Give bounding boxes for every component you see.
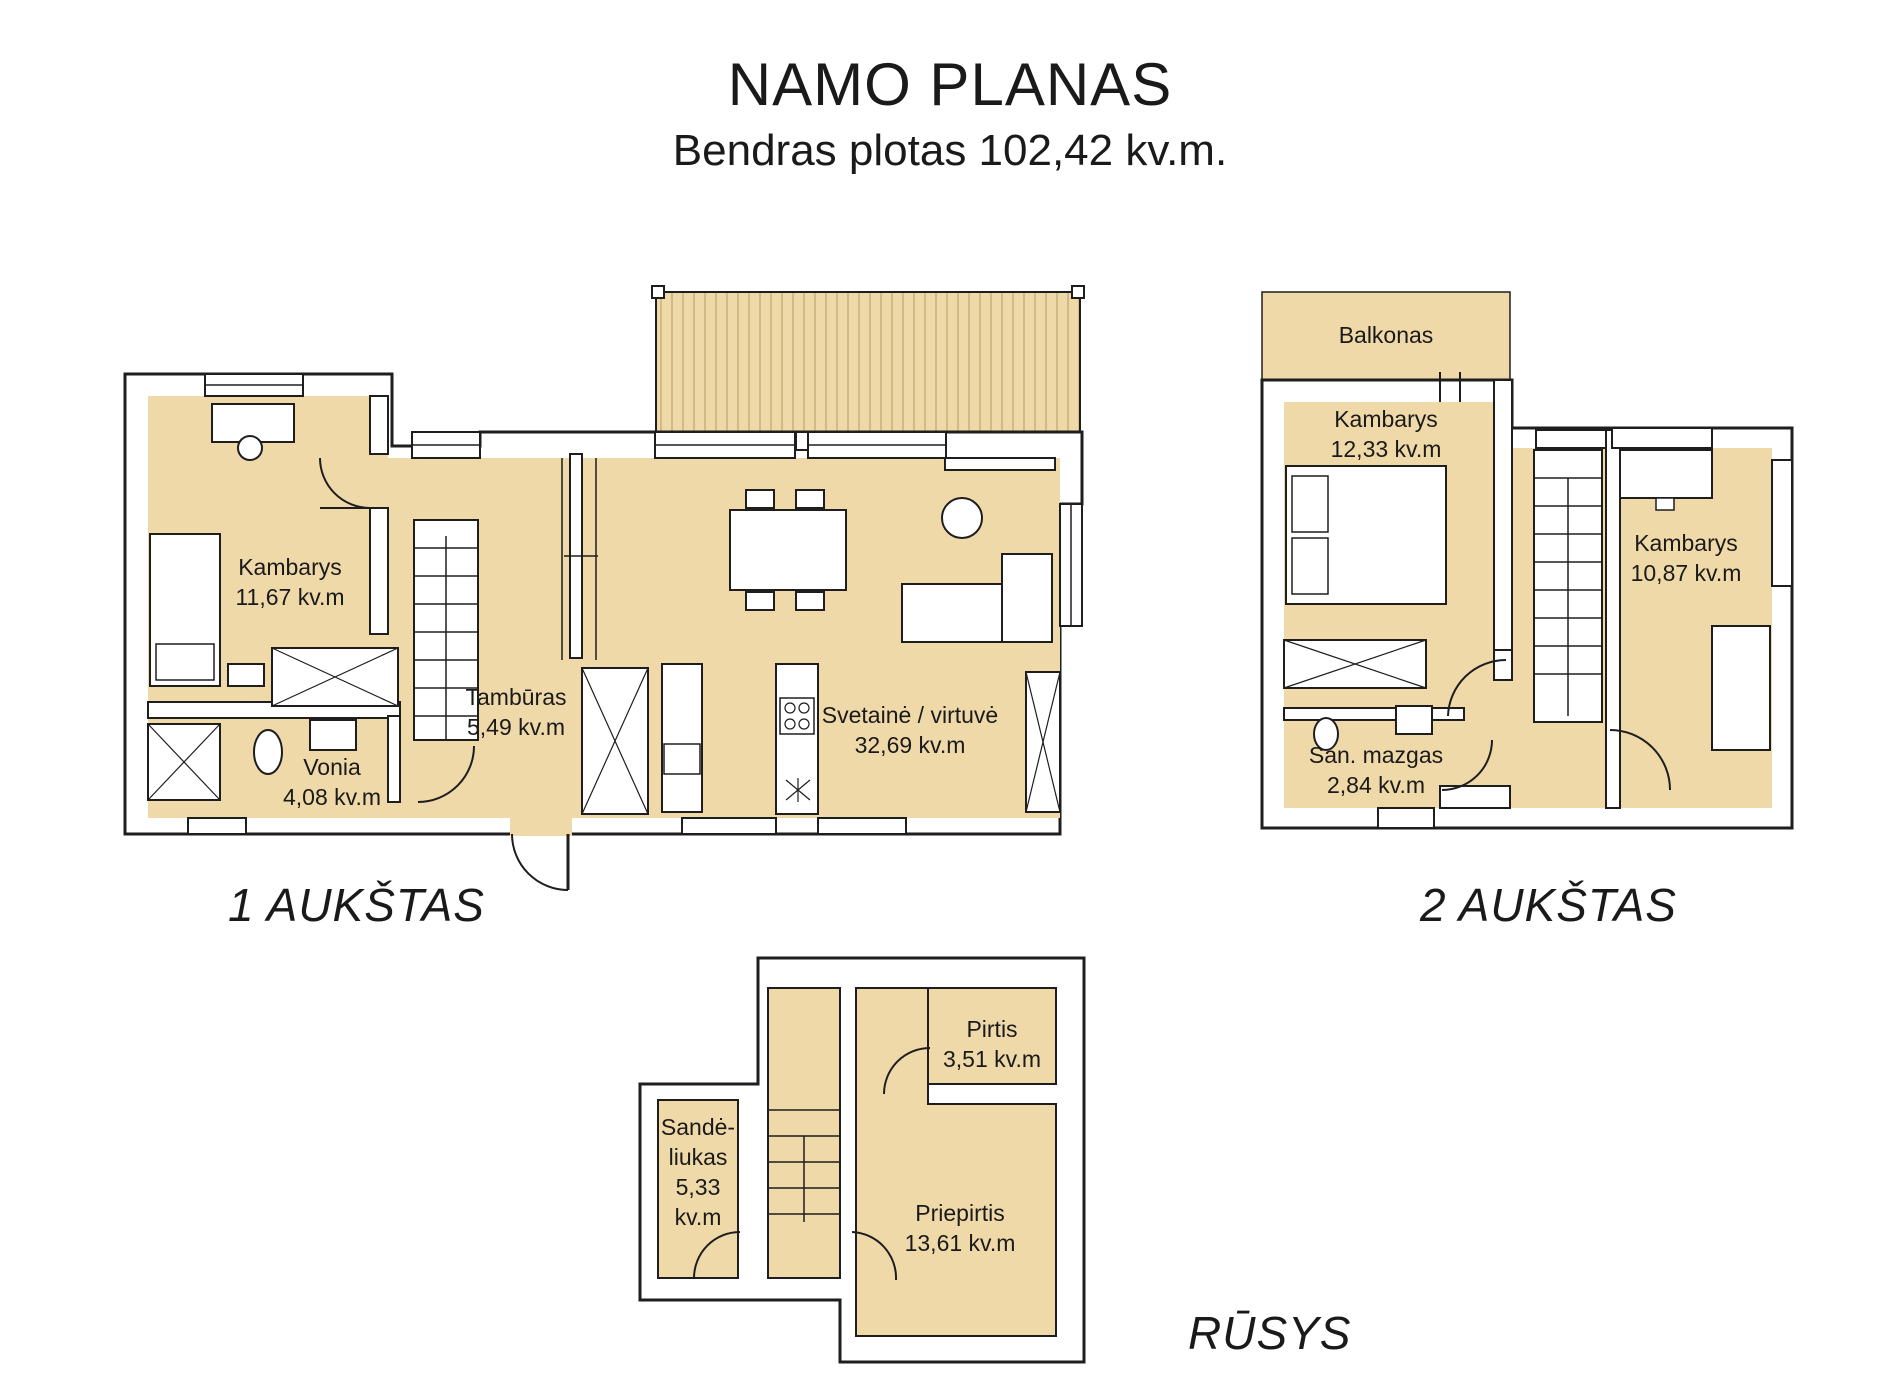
room-label-sandeliukas: Sandė- liukas 5,33 kv.m (658, 1112, 738, 1232)
room-area: 5,49 kv.m (467, 714, 565, 740)
terrace (655, 291, 1081, 435)
room-pirtis (927, 987, 1057, 1085)
stove (779, 697, 815, 735)
room-area: 10,87 kv.m (1630, 560, 1742, 586)
room-priepirtis (855, 987, 1057, 1337)
room-name: Pirtis (966, 1016, 1018, 1042)
room-area: 3,51 kv.m (943, 1046, 1041, 1072)
room-label-pirtis: Pirtis 3,51 kv.m (932, 1014, 1052, 1074)
dining-table (729, 509, 847, 591)
room-area: 12,33 kv.m (1330, 436, 1442, 462)
entrance-door-swing (511, 833, 569, 891)
terrace-post-right (1071, 285, 1085, 299)
terrace-post-left (651, 285, 665, 299)
door-swing (417, 745, 475, 803)
room-label-vonia: Vonia 4,08 kv.m (252, 752, 412, 812)
round-table (941, 497, 983, 539)
stair-hall (767, 987, 841, 1279)
window (817, 817, 907, 835)
room-name: Tambūras (465, 684, 567, 710)
desk (1619, 449, 1713, 499)
room-label-kambarys-a: Kambarys 12,33 kv.m (1306, 404, 1466, 464)
nightstand (227, 663, 265, 687)
room-area: 5,33 (675, 1174, 721, 1200)
toilet (253, 729, 283, 775)
floor2-plan (1260, 291, 1794, 830)
window (187, 817, 247, 835)
room-label-kambarys: Kambarys 11,67 kv.m (210, 552, 370, 612)
room-area: 32,69 kv.m (854, 732, 966, 758)
room-label-san-mazgas: San. mazgas 2,84 kv.m (1296, 740, 1456, 800)
room-label-tamburas: Tambūras 5,49 kv.m (436, 682, 596, 742)
balcony (1261, 291, 1511, 381)
room-label-kambarys-b: Kambarys 10,87 kv.m (1606, 528, 1766, 588)
toilet (1313, 717, 1339, 751)
room-label-balkonas: Balkonas (1306, 320, 1466, 350)
page-title: NAMO PLANAS (727, 51, 1173, 118)
room-area: 4,08 kv.m (283, 784, 381, 810)
room-label-svetaine: Svetainė / virtuvė 32,69 kv.m (810, 700, 1010, 760)
room-name: Kambarys (1334, 406, 1438, 432)
room-name: San. mazgas (1308, 742, 1444, 768)
room-area-unit: kv.m (674, 1204, 722, 1230)
room-name: Priepirtis (915, 1200, 1005, 1226)
floor1-plan (123, 285, 1085, 891)
room-name-line1: Sandė- (660, 1114, 736, 1140)
entrance-opening (510, 816, 572, 836)
interior-wall (795, 431, 809, 451)
interior-wall (369, 507, 389, 635)
room-sandeliukas (657, 1099, 739, 1279)
tv-cabinet (944, 457, 1056, 471)
room-area: 11,67 kv.m (235, 584, 345, 610)
room-area: 13,61 kv.m (904, 1230, 1016, 1256)
room-name: Balkonas (1338, 322, 1434, 348)
basement-label: RŪSYS (1188, 1307, 1352, 1359)
floor2-label: 2 AUKŠTAS (1420, 879, 1677, 931)
floor1-label: 1 AUKŠTAS (228, 879, 485, 931)
page-subtitle: Bendras plotas 102,42 kv.m. (672, 126, 1228, 175)
room-area: 2,84 kv.m (1327, 772, 1425, 798)
basement-plan (638, 956, 1086, 1364)
interior-wall (369, 395, 389, 455)
room-name-line2: liukas (668, 1144, 728, 1170)
room-name: Vonia (303, 754, 361, 780)
kitchen-counter (661, 663, 703, 813)
room-name: Kambarys (238, 554, 342, 580)
room-name: Svetainė / virtuvė (821, 702, 999, 728)
sofa (1711, 625, 1771, 751)
window (681, 817, 777, 835)
room-name: Kambarys (1634, 530, 1738, 556)
room-label-priepirtis: Priepirtis 13,61 kv.m (880, 1198, 1040, 1258)
chair (237, 435, 263, 461)
sink (309, 719, 357, 751)
sink (1395, 705, 1433, 735)
interior-wall (387, 715, 401, 803)
